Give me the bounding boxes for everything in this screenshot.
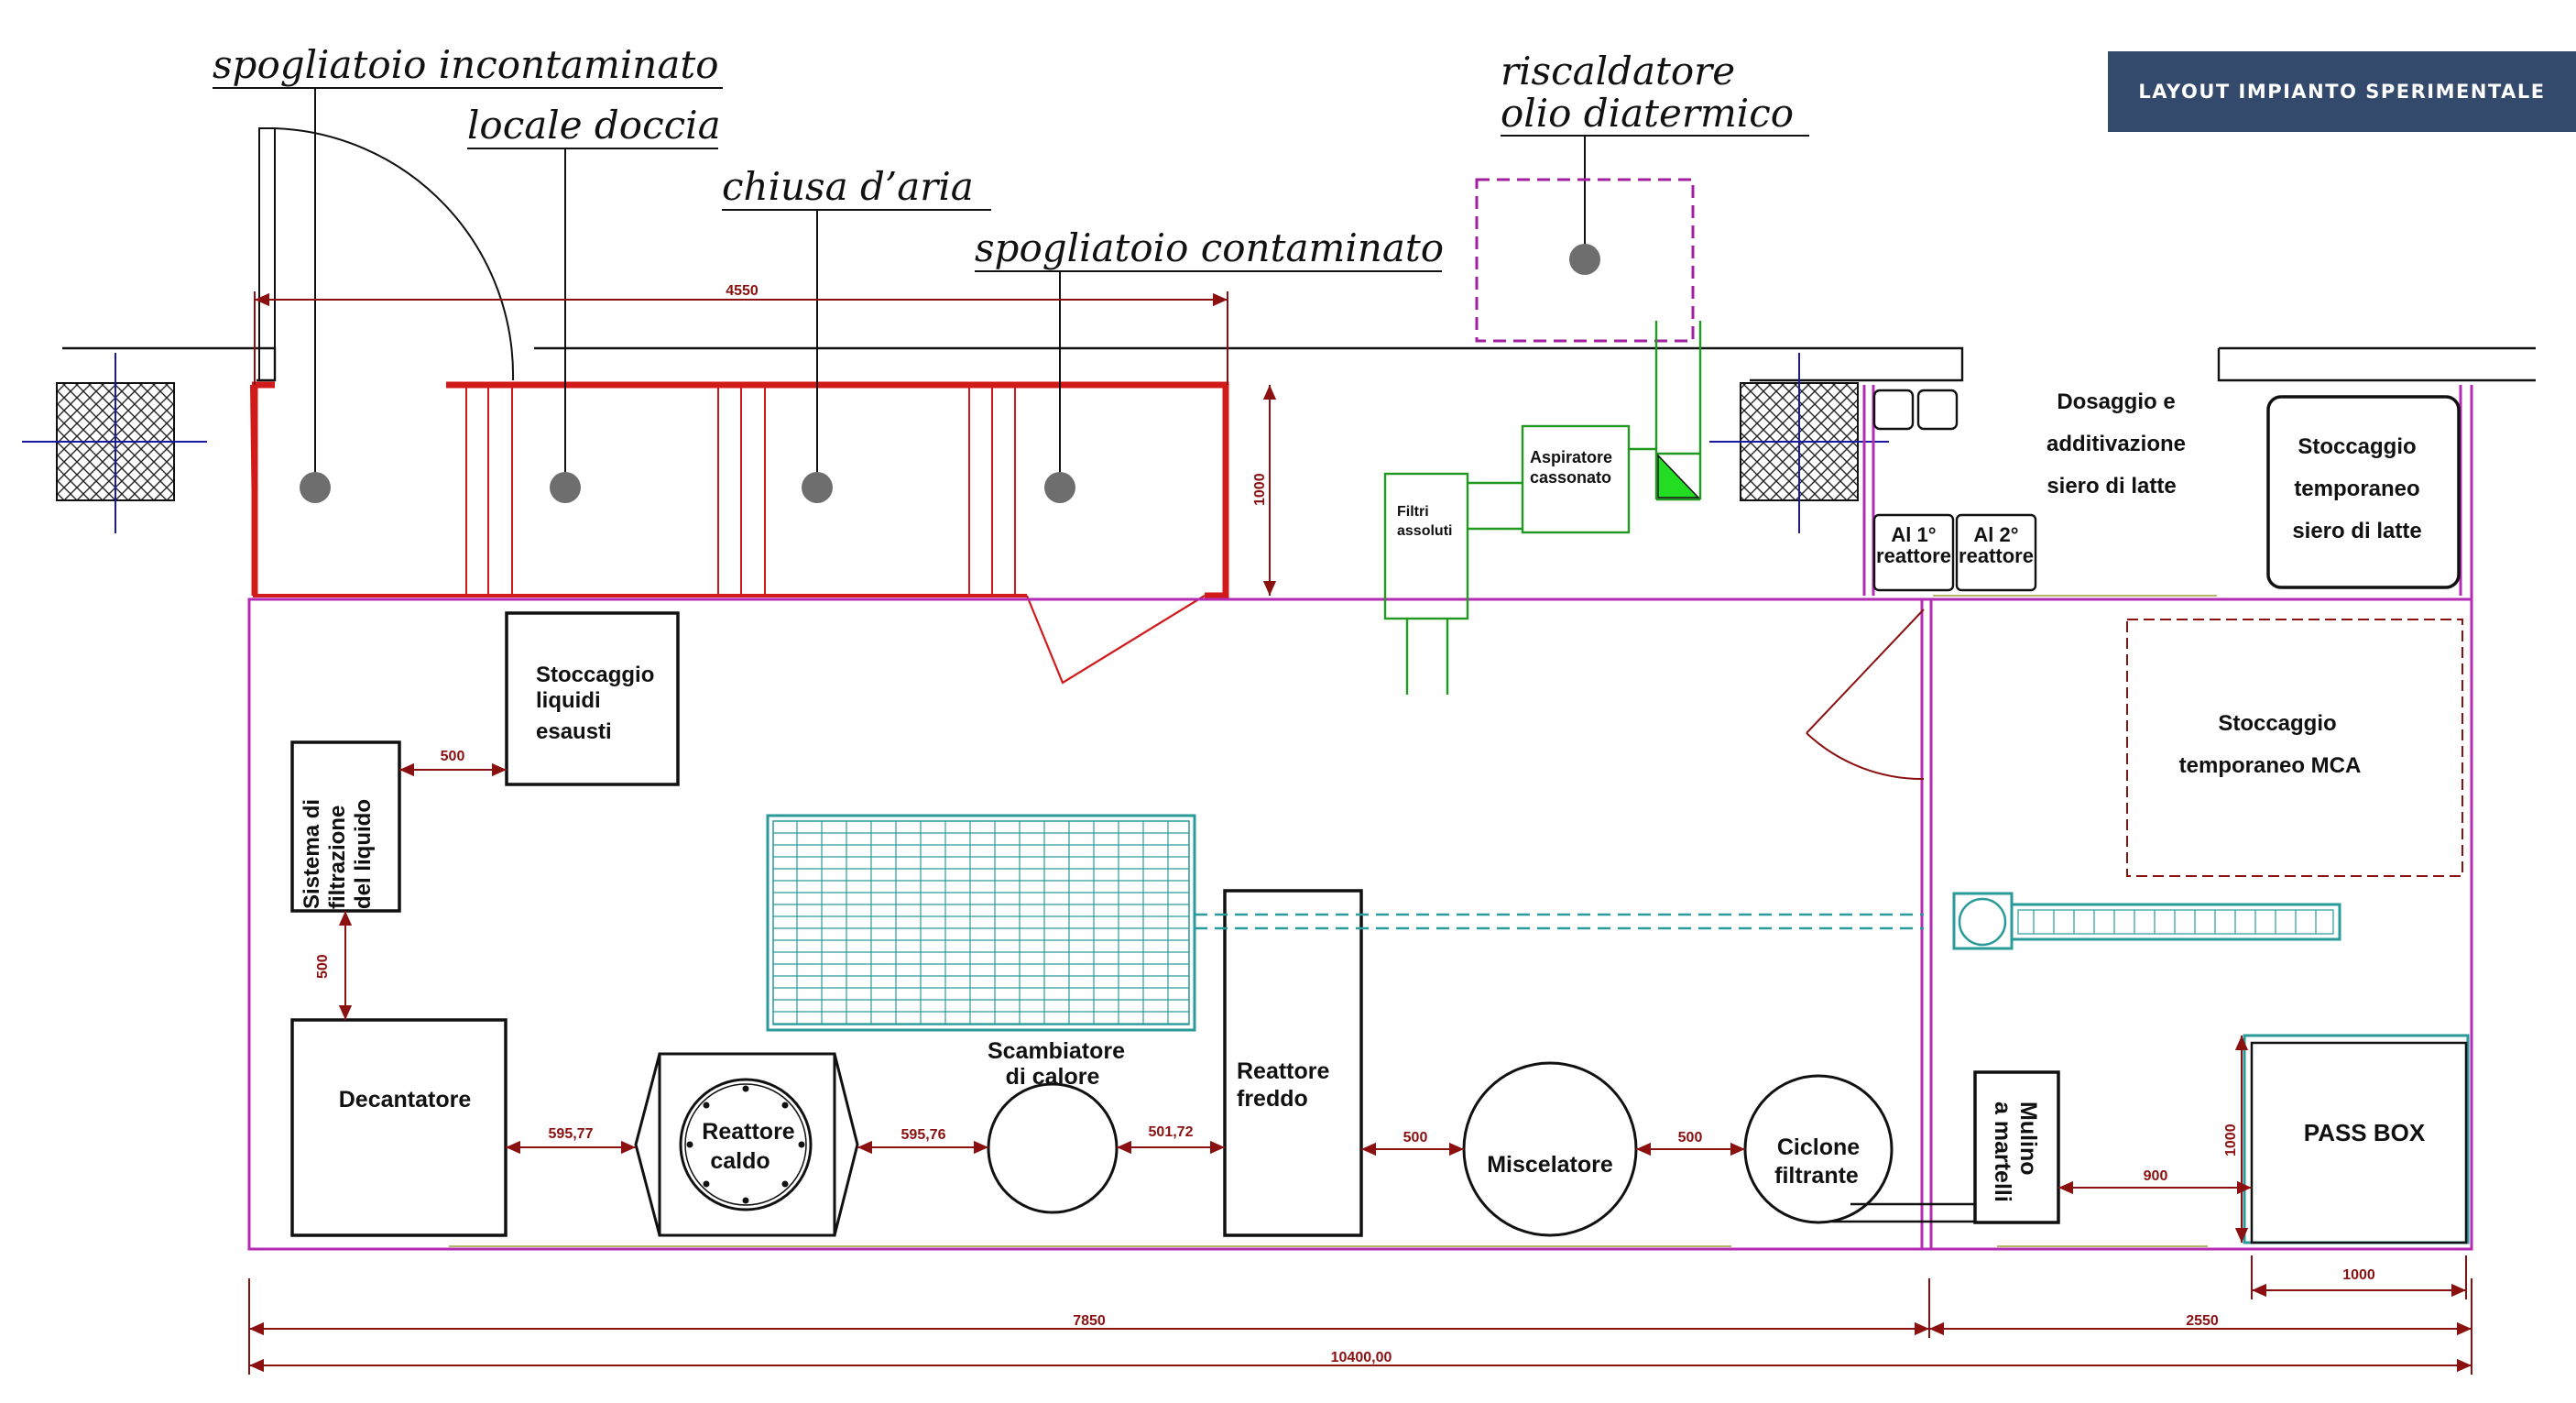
stoccaggio-liquidi-label-3: esausti xyxy=(536,719,612,744)
layout-title: LAYOUT IMPIANTO SPERIMENTALE xyxy=(2138,81,2546,103)
dim-500-a: 500 xyxy=(441,749,465,764)
scambiatore-label-2: di calore xyxy=(1006,1064,1100,1090)
decantatore-box xyxy=(290,1018,508,1237)
callout-riscaldatore-line1: riscaldatore xyxy=(1501,49,1735,93)
extractor-fan-symbol xyxy=(1657,454,1700,499)
stoccaggio-mca-label-2: temporaneo MCA xyxy=(2179,753,2362,778)
stoccaggio-siero-label-3: siero di latte xyxy=(2292,519,2421,543)
dim-4550: 4550 xyxy=(726,283,759,299)
dim-595-a: 595,77 xyxy=(549,1126,594,1142)
callout-spogliatoio-incontaminato: spogliatoio incontaminato xyxy=(213,42,719,87)
dim-501: 501,72 xyxy=(1149,1124,1194,1140)
reattore-freddo-label-1: Reattore xyxy=(1237,1058,1330,1084)
pass-box-label: PASS BOX xyxy=(2304,1119,2426,1146)
dim-1000-b: 1000 xyxy=(2223,1123,2239,1156)
ciclone-label-2: filtrante xyxy=(1774,1163,1859,1189)
filtrazione-label-2: filtrazione xyxy=(325,806,350,909)
stoccaggio-siero-label-1: Stoccaggio xyxy=(2298,434,2416,459)
aspiratore-label-2: cassonato xyxy=(1530,468,1611,487)
callout-locale-doccia: locale doccia xyxy=(467,103,721,148)
entrance-door xyxy=(258,127,515,381)
callout-chiusa-aria: chiusa d’aria xyxy=(722,164,974,209)
interior-door xyxy=(1806,608,1925,781)
dim-595-b: 595,76 xyxy=(901,1127,946,1143)
decantatore-label: Decantatore xyxy=(339,1087,472,1113)
stoccaggio-mca-area xyxy=(2126,619,2463,877)
mulino-box xyxy=(1973,1070,2060,1224)
aspiratore-label-1: Aspiratore xyxy=(1530,448,1612,466)
al-1-reattore-label-2: reattore xyxy=(1876,544,1951,567)
callouts: spogliatoio incontaminato locale doccia … xyxy=(213,42,1809,503)
stoccaggio-liquidi-label-2: liquidi xyxy=(536,688,601,713)
scambiatore-circle xyxy=(987,1082,1119,1214)
dosing-area: Dosaggio e additivazione siero di latte … xyxy=(1872,389,2461,592)
stoccaggio-mca-label-1: Stoccaggio xyxy=(2218,711,2336,736)
al-1-reattore-label-1: Al 1° xyxy=(1891,523,1936,546)
changing-rooms xyxy=(250,381,1229,685)
conveyor-grid xyxy=(766,814,1196,1032)
dosaggio-label-3: siero di latte xyxy=(2047,474,2176,499)
filtrazione-label-3: del liquido xyxy=(351,799,376,909)
main-room-walls xyxy=(247,385,2473,1251)
dim-900: 900 xyxy=(2144,1168,2168,1184)
dim-500-b: 500 xyxy=(315,954,331,979)
conveyor-line-dashed xyxy=(1195,913,1924,930)
miscelatore-label: Miscelatore xyxy=(1487,1152,1613,1178)
column-pillar-left xyxy=(22,353,207,533)
dim-2550: 2550 xyxy=(2186,1313,2219,1329)
filtrazione-label-1: Sistema di xyxy=(300,799,324,909)
exterior-walls xyxy=(62,346,2536,382)
dosaggio-label-2: additivazione xyxy=(2047,432,2186,456)
reattore-freddo-label-2: freddo xyxy=(1237,1086,1308,1112)
air-ducts xyxy=(1383,321,1702,695)
dimension-lines xyxy=(248,291,2472,1375)
miscelatore-circle xyxy=(1462,1061,1638,1237)
reattore-caldo xyxy=(634,1052,859,1237)
reattore-caldo-label-2: caldo xyxy=(710,1148,770,1174)
dim-1000-c: 1000 xyxy=(2342,1267,2375,1283)
al-2-reattore-label-1: Al 2° xyxy=(1973,523,2018,546)
mulino-label-2: a martelli xyxy=(1990,1102,2015,1202)
layout-title-badge: LAYOUT IMPIANTO SPERIMENTALE xyxy=(2108,51,2576,132)
reattore-caldo-label-1: Reattore xyxy=(702,1119,795,1145)
wall-segments-olive xyxy=(449,595,2217,1247)
filtri-label-1: Filtri xyxy=(1397,504,1429,520)
stoccaggio-liquidi-box xyxy=(505,611,680,786)
dosaggio-label-1: Dosaggio e xyxy=(2057,389,2175,414)
screw-conveyor xyxy=(1952,892,2341,950)
reattore-freddo-box xyxy=(1223,889,1363,1237)
filtri-label-2: assoluti xyxy=(1397,523,1452,539)
callout-spogliatoio-contaminato: spogliatoio contaminato xyxy=(975,225,1444,270)
stoccaggio-siero-label-2: temporaneo xyxy=(2294,477,2419,501)
mulino-label-1: Mulino xyxy=(2015,1102,2041,1176)
scambiatore-label-1: Scambiatore xyxy=(988,1038,1125,1064)
dim-500-d: 500 xyxy=(1678,1130,1703,1145)
dim-1000-a: 1000 xyxy=(1252,473,1268,506)
dim-10400: 10400,00 xyxy=(1331,1350,1392,1365)
al-2-reattore-label-2: reattore xyxy=(1959,544,2034,567)
dim-500-c: 500 xyxy=(1403,1130,1428,1145)
callout-riscaldatore-line2: olio diatermico xyxy=(1501,91,1794,136)
heater-outline xyxy=(1475,178,1695,343)
dim-7850: 7850 xyxy=(1073,1313,1106,1329)
stoccaggio-liquidi-label-1: Stoccaggio xyxy=(536,663,654,687)
column-pillar-right xyxy=(1709,353,1889,533)
dimension-labels: 4550 1000 500 500 595,77 595,76 501,72 5… xyxy=(315,283,2375,1365)
ciclone-label-1: Ciclone xyxy=(1777,1134,1860,1160)
